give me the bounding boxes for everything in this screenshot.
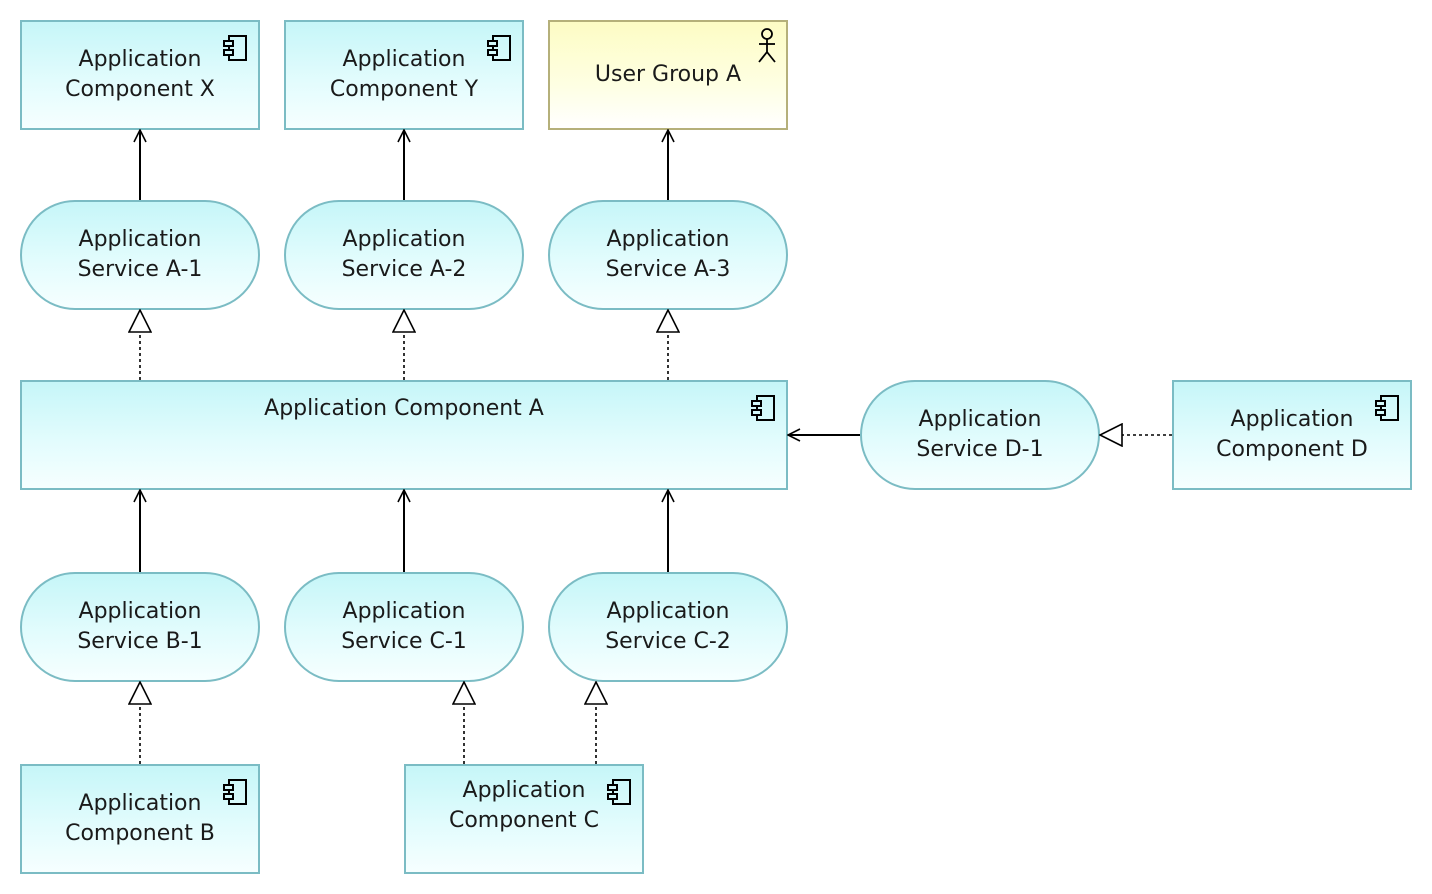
node-application-service-a-2[interactable]: Application Service A-2 (284, 200, 524, 310)
node-application-service-c-1[interactable]: Application Service C-1 (284, 572, 524, 682)
node-application-component-d[interactable]: Application Component D (1172, 380, 1412, 490)
node-application-component-c[interactable]: Application Component C (404, 764, 644, 874)
component-icon (223, 35, 247, 61)
node-label: User Group A (594, 62, 742, 87)
node-application-service-a-1[interactable]: Application Service A-1 (20, 200, 260, 310)
node-application-component-y[interactable]: Application Component Y (284, 20, 524, 130)
node-label: Application Component X (65, 47, 215, 102)
node-label: Application Service C-1 (341, 599, 467, 654)
node-label: Application Service A-3 (605, 227, 731, 282)
component-icon (751, 395, 775, 421)
node-label: Application Component A (264, 396, 544, 421)
component-icon (607, 779, 631, 805)
node-label: Application Service A-2 (341, 227, 467, 282)
node-label: Application Service D-1 (916, 407, 1044, 462)
node-label: Application Component D (1216, 407, 1368, 462)
node-application-component-x[interactable]: Application Component X (20, 20, 260, 130)
node-label: Application Service A-1 (77, 227, 203, 282)
node-label: Application Service B-1 (77, 599, 203, 654)
node-user-group-a[interactable]: User Group A (548, 20, 788, 130)
node-application-component-b[interactable]: Application Component B (20, 764, 260, 874)
node-application-component-a[interactable]: Application Component A (20, 380, 788, 490)
component-icon (223, 779, 247, 805)
node-label: Application Component Y (329, 47, 479, 102)
node-application-service-d-1[interactable]: Application Service D-1 (860, 380, 1100, 490)
node-application-service-b-1[interactable]: Application Service B-1 (20, 572, 260, 682)
node-label: Application Component B (65, 791, 215, 846)
node-label: Application Service C-2 (605, 599, 731, 654)
actor-icon (758, 28, 776, 63)
component-icon (487, 35, 511, 61)
node-application-service-a-3[interactable]: Application Service A-3 (548, 200, 788, 310)
component-icon (1375, 395, 1399, 421)
node-label: Application Component C (448, 778, 600, 833)
node-application-service-c-2[interactable]: Application Service C-2 (548, 572, 788, 682)
